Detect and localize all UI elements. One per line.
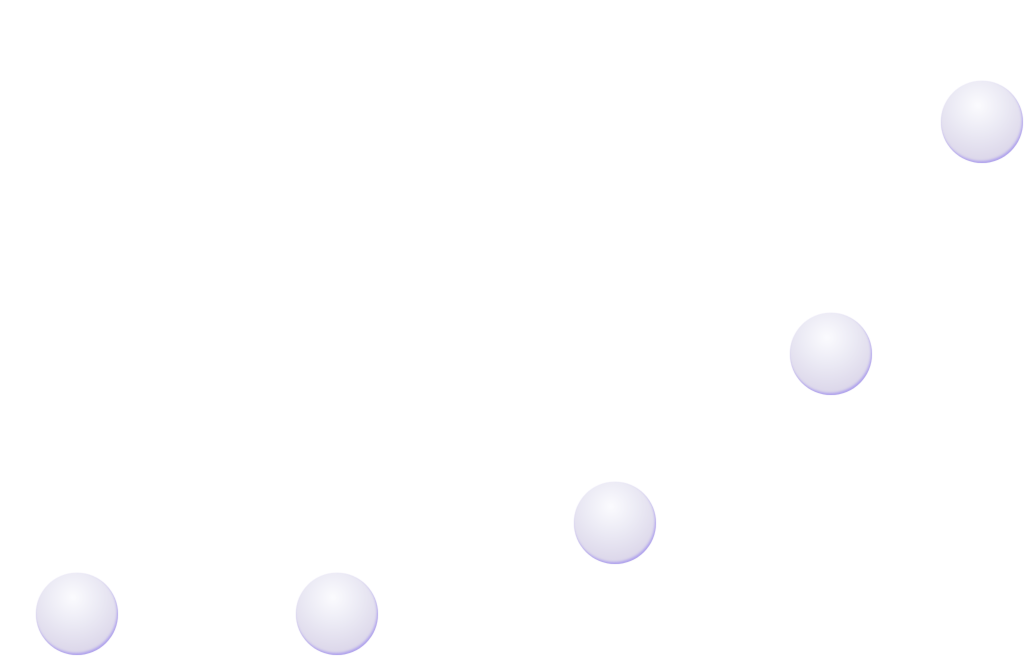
- sphere-3[interactable]: [574, 482, 656, 564]
- sphere-1[interactable]: [36, 573, 118, 655]
- sphere-4[interactable]: [790, 313, 872, 395]
- sphere-5[interactable]: [941, 81, 1023, 163]
- sphere-2[interactable]: [296, 573, 378, 655]
